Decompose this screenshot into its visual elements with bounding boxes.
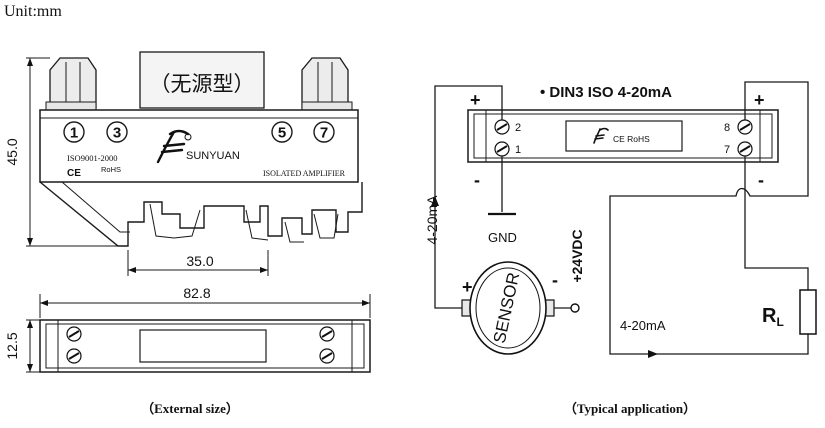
svg-text:5: 5 <box>278 125 286 142</box>
dim-length: 82.8 <box>183 285 210 301</box>
unit-label: Unit:mm <box>4 3 62 20</box>
current-bottom-label: 4-20mA <box>620 318 666 333</box>
supply-terminal <box>570 303 580 313</box>
cert-ce: CE <box>67 168 81 179</box>
current-left-label: 4-20mA <box>424 195 440 245</box>
svg-text:7: 7 <box>320 125 328 142</box>
screw-icon <box>66 326 335 364</box>
load-label: RL <box>762 305 784 329</box>
load-resistor <box>799 289 817 335</box>
supply-label: +24VDC <box>569 229 585 282</box>
front-view: （无源型） 1 3 5 7 SUNYUAN ISO9001-2000 <box>4 51 363 276</box>
terminal-3: 3 <box>106 121 128 143</box>
svg-text:3: 3 <box>113 125 121 142</box>
module-body-front <box>39 109 359 183</box>
sensor: SENSOR <box>461 261 555 355</box>
cert-rohs: RoHS <box>101 165 121 174</box>
app-label-window <box>565 120 683 152</box>
sensor-minus: - <box>552 270 558 290</box>
app-title: • DIN3 ISO 4-20mA <box>540 84 672 101</box>
brand-name: SUNYUAN <box>186 150 240 162</box>
terminal-1: 1 <box>63 121 85 143</box>
top-view: 82.8 12.5 <box>4 285 371 373</box>
terminal-1-label: 1 <box>515 144 521 156</box>
front-label-plate <box>139 51 265 109</box>
front-label-text: （无源型） <box>150 72 255 96</box>
typical-application: • DIN3 ISO 4-20mA CE RoHS 2 1 8 7 + - <box>424 81 817 358</box>
sensor-plus: + <box>462 277 473 297</box>
app-logo-icon <box>593 127 609 144</box>
right-plug <box>301 57 349 109</box>
left-minus: - <box>474 170 480 190</box>
terminal-5: 5 <box>271 121 293 143</box>
wire-right-down <box>744 156 809 290</box>
terminal-7: 7 <box>313 121 335 143</box>
top-label-window <box>139 329 267 363</box>
dim-width: 12.5 <box>4 332 20 359</box>
left-plus: + <box>470 90 481 110</box>
right-plus: + <box>754 90 765 110</box>
terminal-7-label: 7 <box>724 144 730 156</box>
din-clip <box>39 181 363 247</box>
dim-height: 45.0 <box>4 138 20 165</box>
terminal-2-label: 2 <box>515 122 521 134</box>
app-cert: CE RoHS <box>613 134 650 144</box>
wire-left-loop <box>434 85 503 309</box>
cert-iso: ISO9001-2000 <box>67 153 118 163</box>
svg-text:1: 1 <box>70 125 78 142</box>
product-label: ISOLATED AMPLIFIER <box>263 169 346 178</box>
gnd-label: GND <box>488 230 517 245</box>
dim-rail: 35.0 <box>186 253 213 269</box>
right-minus: - <box>758 170 764 190</box>
brand-logo-icon <box>156 129 192 164</box>
left-plug <box>49 57 97 109</box>
typical-caption: （Typical application） <box>564 401 696 416</box>
right-terminal-screws-icon <box>737 119 753 157</box>
external-caption: （External size） <box>141 401 239 416</box>
wire-right-top <box>609 81 809 355</box>
terminal-8-label: 8 <box>724 122 730 134</box>
